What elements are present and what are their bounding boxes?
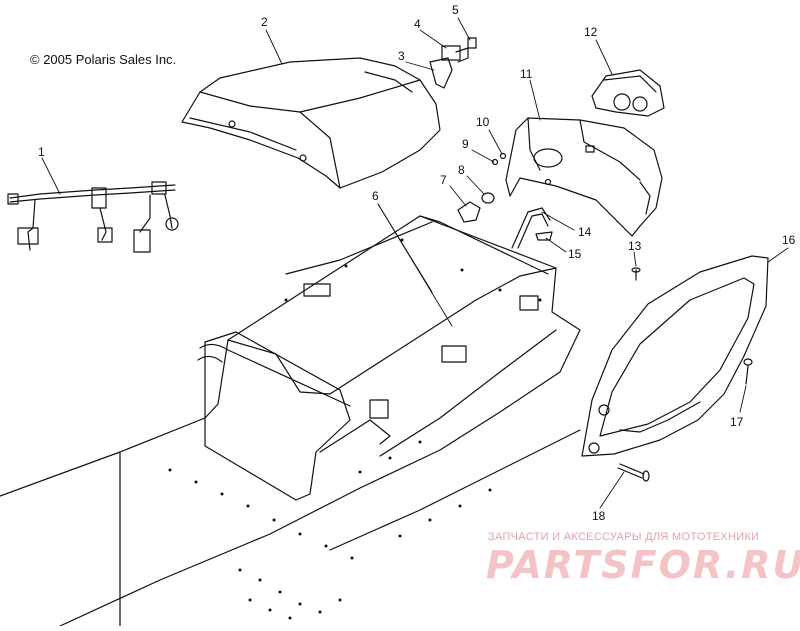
callout-17: 17 [730, 415, 744, 429]
wiring-harness [7, 181, 179, 253]
small-fasteners [457, 152, 552, 223]
screw-13 [631, 267, 641, 281]
callout-4: 4 [414, 17, 421, 31]
callout-7: 7 [440, 173, 447, 187]
tunnel-rivets [168, 238, 542, 620]
callout-16: 16 [782, 233, 796, 247]
watermark-tagline: ЗАПЧАСТИ И АКСЕССУАРЫ ДЛЯ МОТОТЕХНИКИ [488, 531, 760, 543]
callout-11: 11 [520, 67, 533, 81]
callout-10: 10 [476, 115, 490, 129]
callout-13: 13 [628, 239, 642, 253]
switch-assembly [429, 37, 477, 89]
callout-12: 12 [584, 25, 598, 39]
tail-light-lens [591, 69, 665, 117]
copyright-notice: © 2005 Polaris Sales Inc. [30, 52, 177, 67]
callout-15: 15 [568, 247, 582, 261]
callout-8: 8 [458, 163, 465, 177]
callout-numbers: 1 2 3 4 5 6 7 8 9 10 11 12 13 14 15 16 1… [38, 3, 796, 523]
leader-lines [41, 17, 789, 509]
callout-6: 6 [372, 189, 379, 203]
callout-3: 3 [398, 49, 405, 63]
side-panel [581, 255, 769, 457]
seat-cover [181, 57, 441, 189]
watermark-brand: PARTSFOR.RU [486, 543, 800, 587]
callout-14: 14 [578, 225, 592, 239]
screw-17 [743, 358, 753, 385]
seat-base-frame [0, 215, 581, 627]
callout-9: 9 [462, 137, 469, 151]
callout-5: 5 [452, 3, 459, 17]
bolt-18 [617, 463, 650, 482]
callout-2: 2 [261, 15, 268, 29]
callout-18: 18 [592, 509, 606, 523]
storage-housing [505, 117, 663, 237]
callout-1: 1 [38, 145, 45, 159]
